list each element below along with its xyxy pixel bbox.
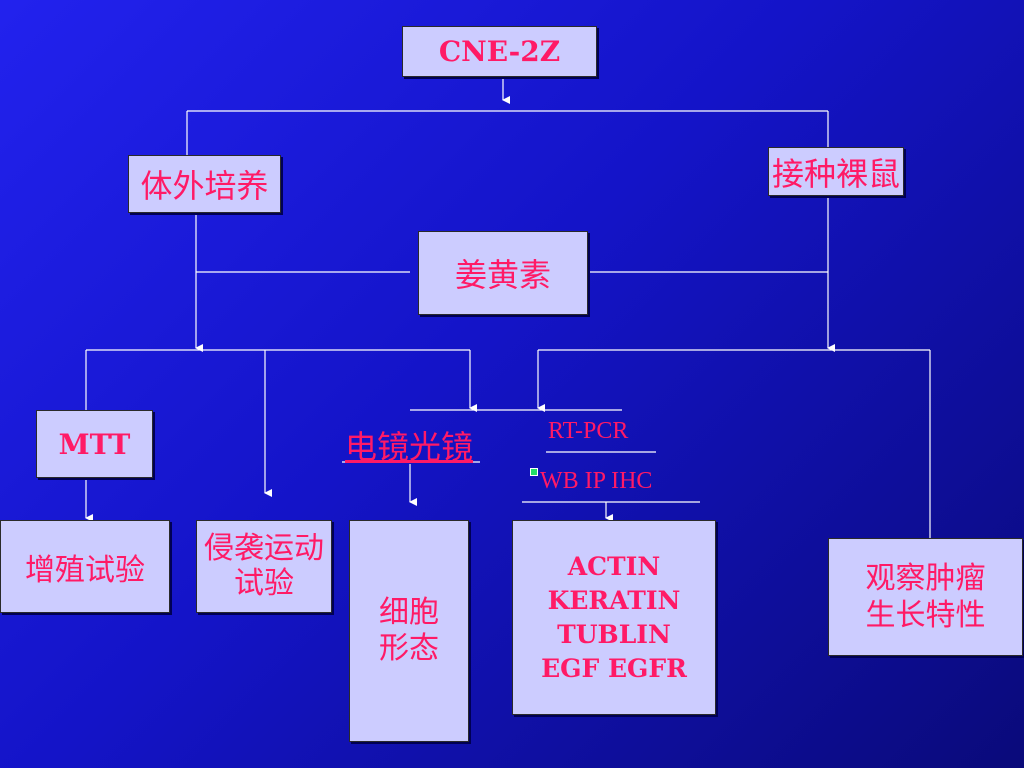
- node-xenograft: 接种裸鼠: [768, 147, 904, 196]
- node-proliferation: 增殖试验: [0, 520, 170, 613]
- node-curcumin: 姜黄素: [418, 231, 588, 315]
- label-microscopy: 电镜光镜: [345, 429, 474, 465]
- label-wb-ip-ihc: WB IP IHC: [540, 468, 653, 494]
- protein-egf-egfr: EGF EGFR: [541, 653, 687, 683]
- node-proteins: ACTIN KERATIN TUBLIN EGF EGFR: [512, 520, 716, 715]
- protein-keratin: KERATIN: [547, 585, 681, 615]
- protein-actin: ACTIN: [567, 551, 661, 581]
- bullet-icon: [530, 468, 538, 476]
- node-tumor-growth: 观察肿瘤 生长特性: [828, 538, 1023, 656]
- node-root: CNE-2Z: [402, 26, 597, 77]
- label-rt-pcr: RT-PCR: [548, 418, 629, 444]
- node-invasion: 侵袭运动 试验: [196, 520, 332, 613]
- node-mtt: MTT: [36, 410, 153, 478]
- node-morphology: 细胞 形态: [349, 520, 469, 742]
- protein-tublin: TUBLIN: [557, 619, 671, 649]
- node-in-vitro: 体外培养: [128, 155, 281, 213]
